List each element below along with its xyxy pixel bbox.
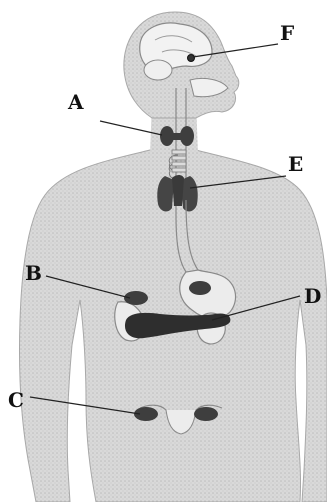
label-c: C [8, 388, 24, 412]
pituitary-gland [188, 55, 195, 62]
label-f: F [280, 21, 294, 45]
label-d: D [304, 284, 321, 308]
ovary-right [194, 407, 218, 421]
adrenal-gland-right [189, 281, 211, 295]
label-a: A [67, 90, 84, 114]
label-e: E [288, 152, 303, 176]
label-b: B [25, 261, 42, 285]
adrenal-gland-left [124, 291, 148, 305]
